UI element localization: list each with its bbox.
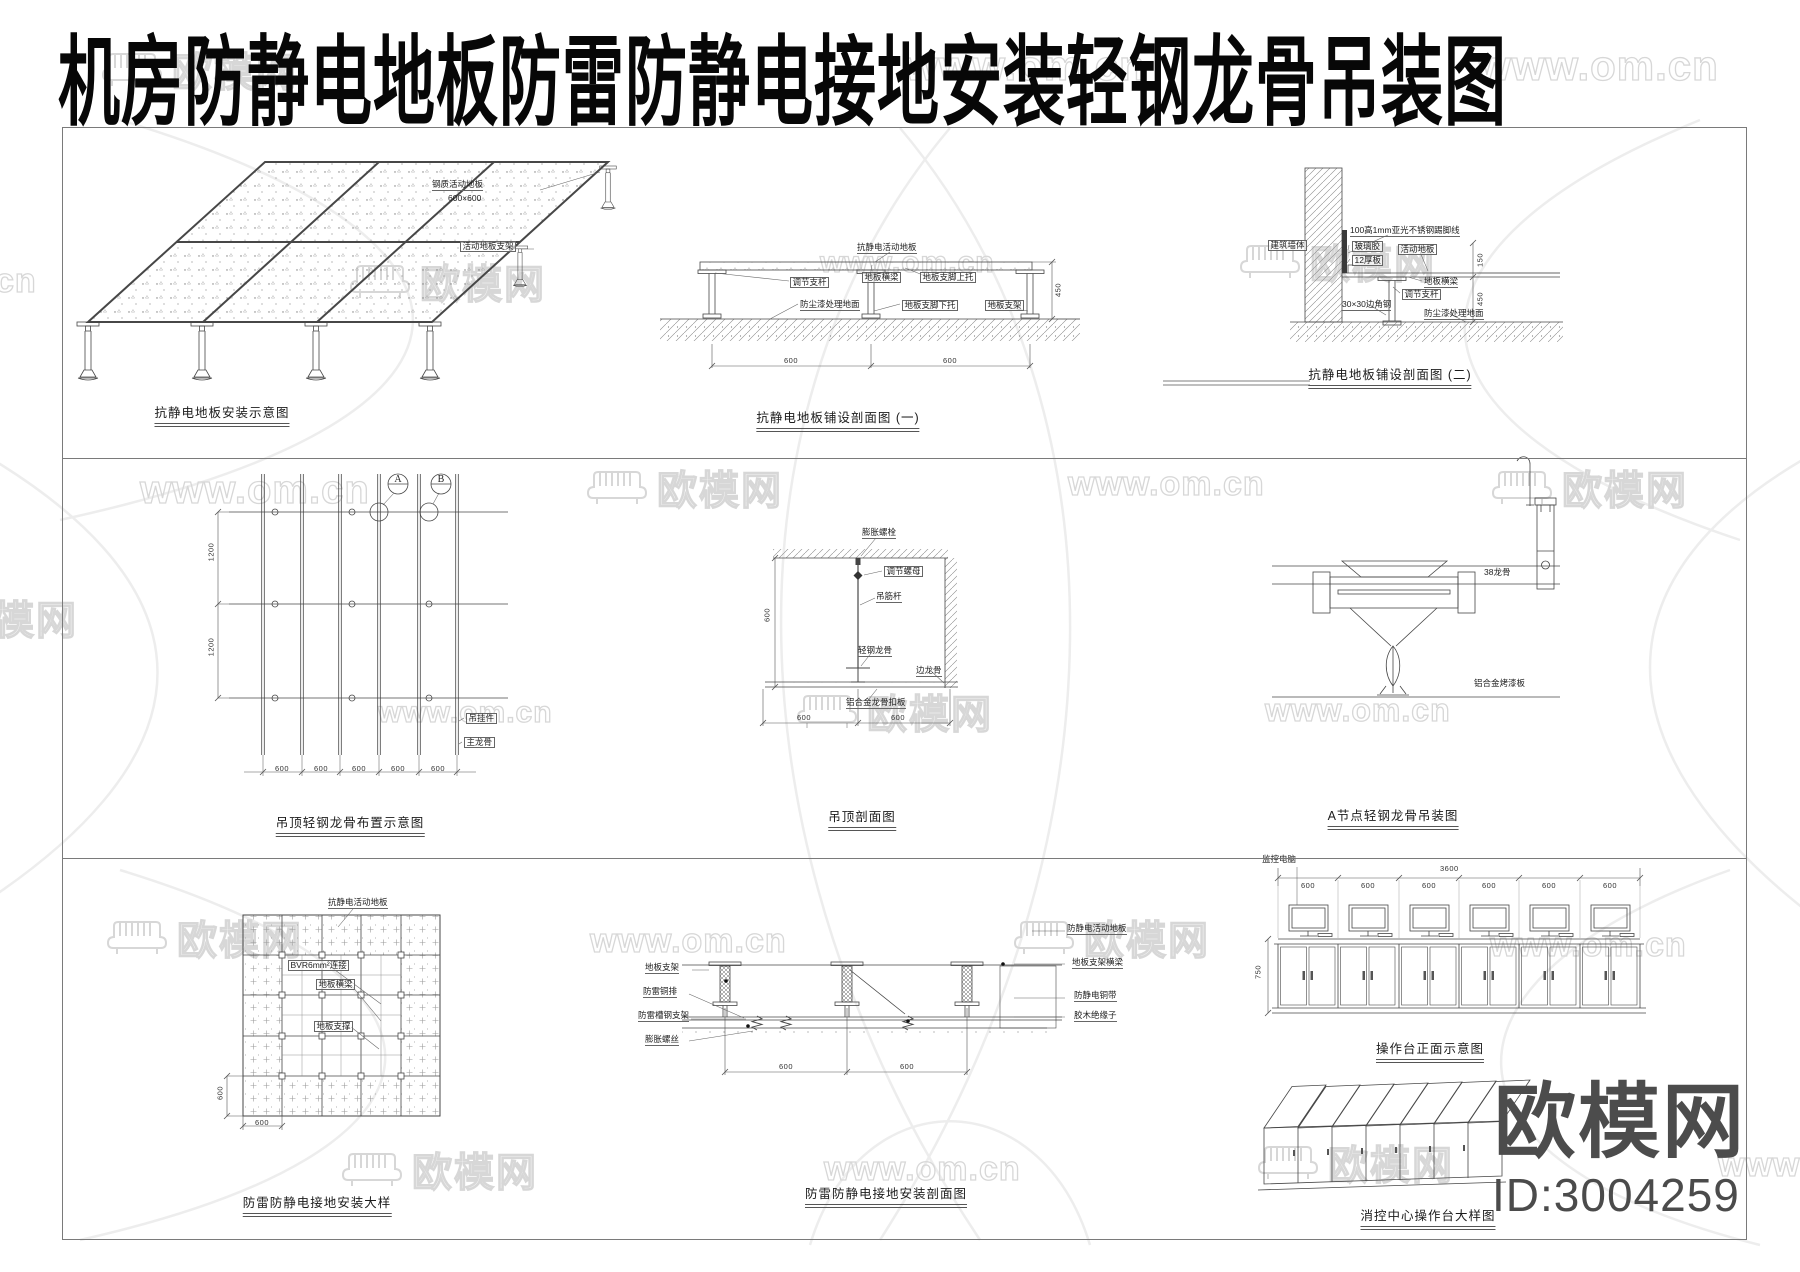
label-floor-beam: 地板横梁 bbox=[862, 272, 902, 284]
label-hanger-rod: 吊筋杆 bbox=[876, 591, 902, 604]
dim-600: 600 bbox=[943, 356, 958, 365]
label-adjust-nut: 调节螺母 bbox=[884, 566, 924, 578]
label-angle-steel: 30×30边角钢 bbox=[1342, 299, 1392, 312]
label-light-steel-keel: 轻钢龙骨 bbox=[858, 645, 893, 658]
label-steel-floor-panel: 钢质活动地板 bbox=[432, 179, 484, 192]
dim-600: 600 bbox=[431, 764, 446, 773]
label-antistatic-panel: 防静电活动地板 bbox=[1067, 923, 1127, 936]
dim-3600: 3600 bbox=[1440, 864, 1459, 873]
dim-600: 600 bbox=[779, 1062, 794, 1071]
dim-600: 600 bbox=[891, 713, 906, 722]
label-lightning-copper-bar: 防雷铜排 bbox=[643, 986, 678, 999]
label-antistatic-panel: 抗静电活动地板 bbox=[328, 897, 388, 910]
caption-ceiling-section: 吊顶剖面图 bbox=[828, 806, 896, 831]
dim-600: 600 bbox=[1542, 881, 1557, 890]
dim-600: 600 bbox=[1422, 881, 1437, 890]
caption-ground-section: 防雷防静电接地安装剖面图 bbox=[804, 1183, 968, 1208]
node-letter-b: B bbox=[437, 474, 445, 485]
page-title: 机房防静电地板防雷防静电接地安装轻钢龙骨吊装图 bbox=[58, 30, 1508, 138]
label-floor-beam: 地板横梁 bbox=[1424, 276, 1459, 289]
caption-iso-floor: 抗静电地板安装示意图 bbox=[154, 402, 290, 427]
label-lower-bracket: 地板支脚下托 bbox=[902, 300, 959, 312]
label-bakelite-insulator: 胶木绝缘子 bbox=[1074, 1010, 1117, 1023]
label-aluminum-panel: 铝合金龙骨扣板 bbox=[846, 697, 906, 710]
label-movable-panel: 活动地板 bbox=[1398, 244, 1438, 256]
caption-console-front: 操作台正面示意图 bbox=[1375, 1038, 1485, 1063]
caption-grid-plan: 吊顶轻钢龙骨布置示意图 bbox=[275, 812, 425, 837]
dim-600: 600 bbox=[391, 764, 406, 773]
caption-section2: 抗静电地板铺设剖面图 (二) bbox=[1308, 364, 1472, 389]
dim-600: 600 bbox=[275, 764, 290, 773]
label-dustproof-floor: 防尘漆处理地面 bbox=[800, 299, 860, 312]
label-antistatic-copper-strip: 防静电铜带 bbox=[1074, 990, 1117, 1003]
caption-a-node: A节点轻钢龙骨吊装图 bbox=[1327, 805, 1459, 830]
label-monitor-pc: 监控电脑 bbox=[1262, 854, 1297, 864]
label-bvr-wire: BVR6mm²连接 bbox=[288, 960, 350, 972]
dim-600: 600 bbox=[352, 764, 367, 773]
sheet-border bbox=[62, 127, 1747, 1240]
row-divider-1 bbox=[62, 458, 1746, 459]
label-floor-support: 活动地板支架 bbox=[460, 241, 517, 253]
label-edge-keel: 边龙骨 bbox=[916, 665, 942, 678]
site-logo: 欧模网 bbox=[1494, 1077, 1747, 1168]
label-channel-steel-support: 防雷槽钢支架 bbox=[638, 1010, 690, 1023]
label-adjust-rod: 调节支杆 bbox=[790, 277, 830, 289]
label-glass-glue: 玻璃胶 bbox=[1352, 241, 1383, 253]
label-support-beam: 地板支架横梁 bbox=[1072, 957, 1124, 970]
label-expansion-bolt: 膨胀螺栓 bbox=[862, 527, 897, 540]
label-panel-size: 600×600 bbox=[448, 193, 482, 203]
dim-600: 600 bbox=[1361, 881, 1376, 890]
label-expansion-screw: 膨胀螺丝 bbox=[645, 1034, 680, 1047]
dim-600: 600 bbox=[1482, 881, 1497, 890]
label-floor-beam: 地板横梁 bbox=[316, 979, 356, 991]
dim-600: 600 bbox=[255, 1118, 270, 1127]
site-logo-id: ID:3004259 bbox=[1492, 1169, 1740, 1221]
dim-600: 600 bbox=[1603, 881, 1618, 890]
dim-600: 600 bbox=[314, 764, 329, 773]
label-skirting: 100高1mm亚光不锈钢踢脚线 bbox=[1350, 225, 1460, 238]
label-dustproof-floor: 防尘漆处理地面 bbox=[1424, 308, 1484, 321]
label-adjust-rod: 调节支杆 bbox=[1402, 289, 1442, 301]
caption-ground-plan: 防雷防静电接地安装大样 bbox=[242, 1192, 392, 1217]
label-floor-pedestal: 地板支架 bbox=[985, 300, 1025, 312]
node-letter-a: A bbox=[394, 474, 402, 485]
label-floor-support: 地板支撑 bbox=[314, 1021, 354, 1033]
label-main-runner: 主龙骨 bbox=[464, 737, 495, 749]
dim-600: 600 bbox=[900, 1062, 915, 1071]
caption-console-iso: 消控中心操作台大样图 bbox=[1360, 1205, 1496, 1230]
label-antistatic-panel: 抗静电活动地板 bbox=[857, 242, 917, 255]
dim-600: 600 bbox=[1301, 881, 1316, 890]
dim-600: 600 bbox=[797, 713, 812, 722]
label-38-keel: 38龙骨 bbox=[1484, 567, 1511, 577]
label-building-wall: 建筑墙体 bbox=[1268, 240, 1308, 252]
label-upper-bracket: 地板支脚上托 bbox=[920, 272, 977, 284]
label-floor-pedestal: 地板支架 bbox=[645, 962, 680, 975]
label-aluminum-baked-panel: 铝合金烤漆板 bbox=[1474, 678, 1526, 688]
dim-600: 600 bbox=[784, 356, 799, 365]
label-board: 12厚板 bbox=[1352, 255, 1384, 267]
row-divider-2 bbox=[62, 858, 1746, 859]
caption-section1: 抗静电地板铺设剖面图 (一) bbox=[756, 407, 920, 432]
label-hanger-clip: 吊挂件 bbox=[466, 713, 497, 725]
